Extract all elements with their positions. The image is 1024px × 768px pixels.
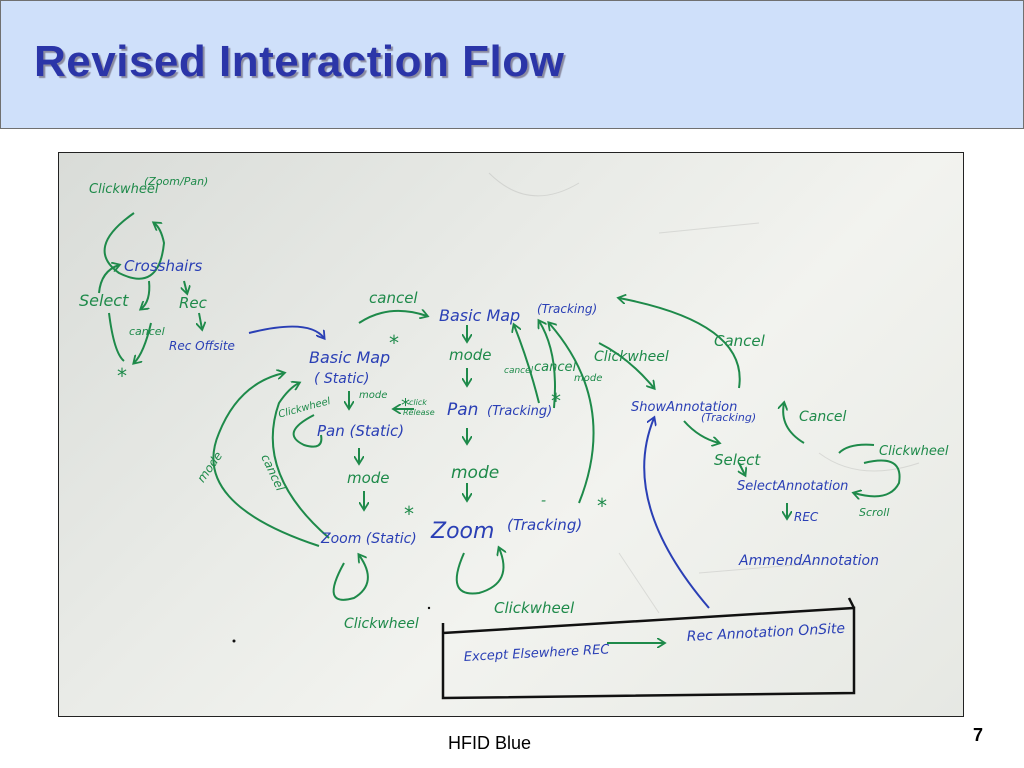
label-cancel-top: cancel bbox=[369, 289, 418, 307]
star-mark-2: * bbox=[401, 395, 410, 416]
star-mark-1: * bbox=[389, 331, 399, 355]
node-basic-map-tracking: Basic Map bbox=[439, 306, 520, 325]
node-rec-right: REC bbox=[794, 510, 819, 524]
node-pan-tracking-sub: (Tracking) bbox=[487, 404, 552, 419]
label-cancel-left-curve: cancel bbox=[258, 452, 287, 494]
label-clickwheel-pan-static: Clickwheel bbox=[277, 396, 332, 421]
node-basic-map-static-sub: ( Static) bbox=[314, 371, 369, 387]
node-basic-map-static: Basic Map bbox=[309, 348, 390, 367]
flow-diagram: Clickwheel (Zoom/Pan) Select Rec cancel … bbox=[79, 172, 949, 700]
title-bar: Revised Interaction Flow bbox=[0, 0, 1024, 129]
node-zoom-static: Zoom (Static) bbox=[320, 531, 417, 547]
node-zoom-tracking: Zoom bbox=[430, 519, 494, 544]
node-select-right: Select bbox=[714, 451, 761, 469]
label-release: Release bbox=[403, 408, 435, 417]
node-show-annotation: ShowAnnotation bbox=[631, 400, 737, 415]
node-pan-static: Pan (Static) bbox=[317, 422, 404, 440]
label-cancel-tracking-2: cancel bbox=[534, 360, 576, 375]
node-rec-left: Rec bbox=[179, 294, 208, 312]
label-mode-tracking-2: mode bbox=[451, 463, 499, 483]
label-mode-tracking-1: mode bbox=[449, 346, 492, 364]
whiteboard-photo: Clickwheel (Zoom/Pan) Select Rec cancel … bbox=[58, 152, 964, 717]
ghost-marks bbox=[488, 172, 920, 614]
label-cancel-select: Cancel bbox=[799, 409, 847, 425]
node-rec-annotation-onsite: Rec Annotation OnSite bbox=[686, 621, 845, 645]
star-mark-4: * bbox=[551, 389, 561, 413]
star-mark-6: * bbox=[117, 364, 127, 388]
node-pan-tracking: Pan bbox=[447, 400, 478, 420]
node-show-annotation-sub: (Tracking) bbox=[701, 411, 756, 424]
label-clickwheel-select: Clickwheel bbox=[879, 444, 949, 459]
node-except-elsewhere: Except Elsewhere REC bbox=[463, 642, 610, 665]
label-cancel-left: cancel bbox=[129, 325, 165, 338]
label-clickwheel-zoom-pan: Clickwheel bbox=[89, 182, 159, 197]
label-clickwheel-show: Clickwheel bbox=[594, 349, 669, 365]
label-zoom-pan: (Zoom/Pan) bbox=[144, 175, 208, 188]
green-strokes bbox=[98, 212, 901, 643]
footer-text: HFID Blue bbox=[448, 733, 532, 753]
node-zoom-tracking-sub: (Tracking) bbox=[507, 516, 582, 534]
slide-title: Revised Interaction Flow bbox=[34, 37, 565, 86]
label-cancel-show: Cancel bbox=[714, 332, 766, 350]
label-mode-pan-zoom-static: mode bbox=[347, 469, 390, 487]
label-mode-left-curve: mode bbox=[194, 449, 225, 485]
label-clickwheel-zoom-tracking: Clickwheel bbox=[494, 599, 575, 617]
onsite-box bbox=[441, 597, 856, 700]
label-scroll: Scroll bbox=[859, 506, 889, 519]
blue-strokes bbox=[248, 325, 710, 609]
label-clickwheel-zoom-static: Clickwheel bbox=[344, 616, 419, 632]
star-mark-5: * bbox=[597, 494, 607, 518]
node-rec-offsite: Rec Offsite bbox=[169, 339, 235, 353]
node-amend-annotation: AmmendAnnotation bbox=[738, 553, 879, 569]
node-crosshairs: Crosshairs bbox=[124, 257, 202, 275]
label-cancel-tracking-1: cancel bbox=[504, 366, 534, 376]
star-mark-3: * bbox=[404, 502, 414, 526]
node-select-annotation: SelectAnnotation bbox=[737, 479, 848, 494]
dash-mark: - bbox=[541, 493, 546, 509]
label-click: click bbox=[409, 398, 427, 407]
label-mode-basic-pan: mode bbox=[359, 390, 387, 401]
node-basic-map-tracking-sub: (Tracking) bbox=[537, 302, 597, 316]
black-marks bbox=[232, 606, 431, 643]
label-mode-small: mode bbox=[574, 373, 602, 384]
page-number: 7 bbox=[973, 725, 984, 745]
node-select-left: Select bbox=[79, 291, 129, 310]
